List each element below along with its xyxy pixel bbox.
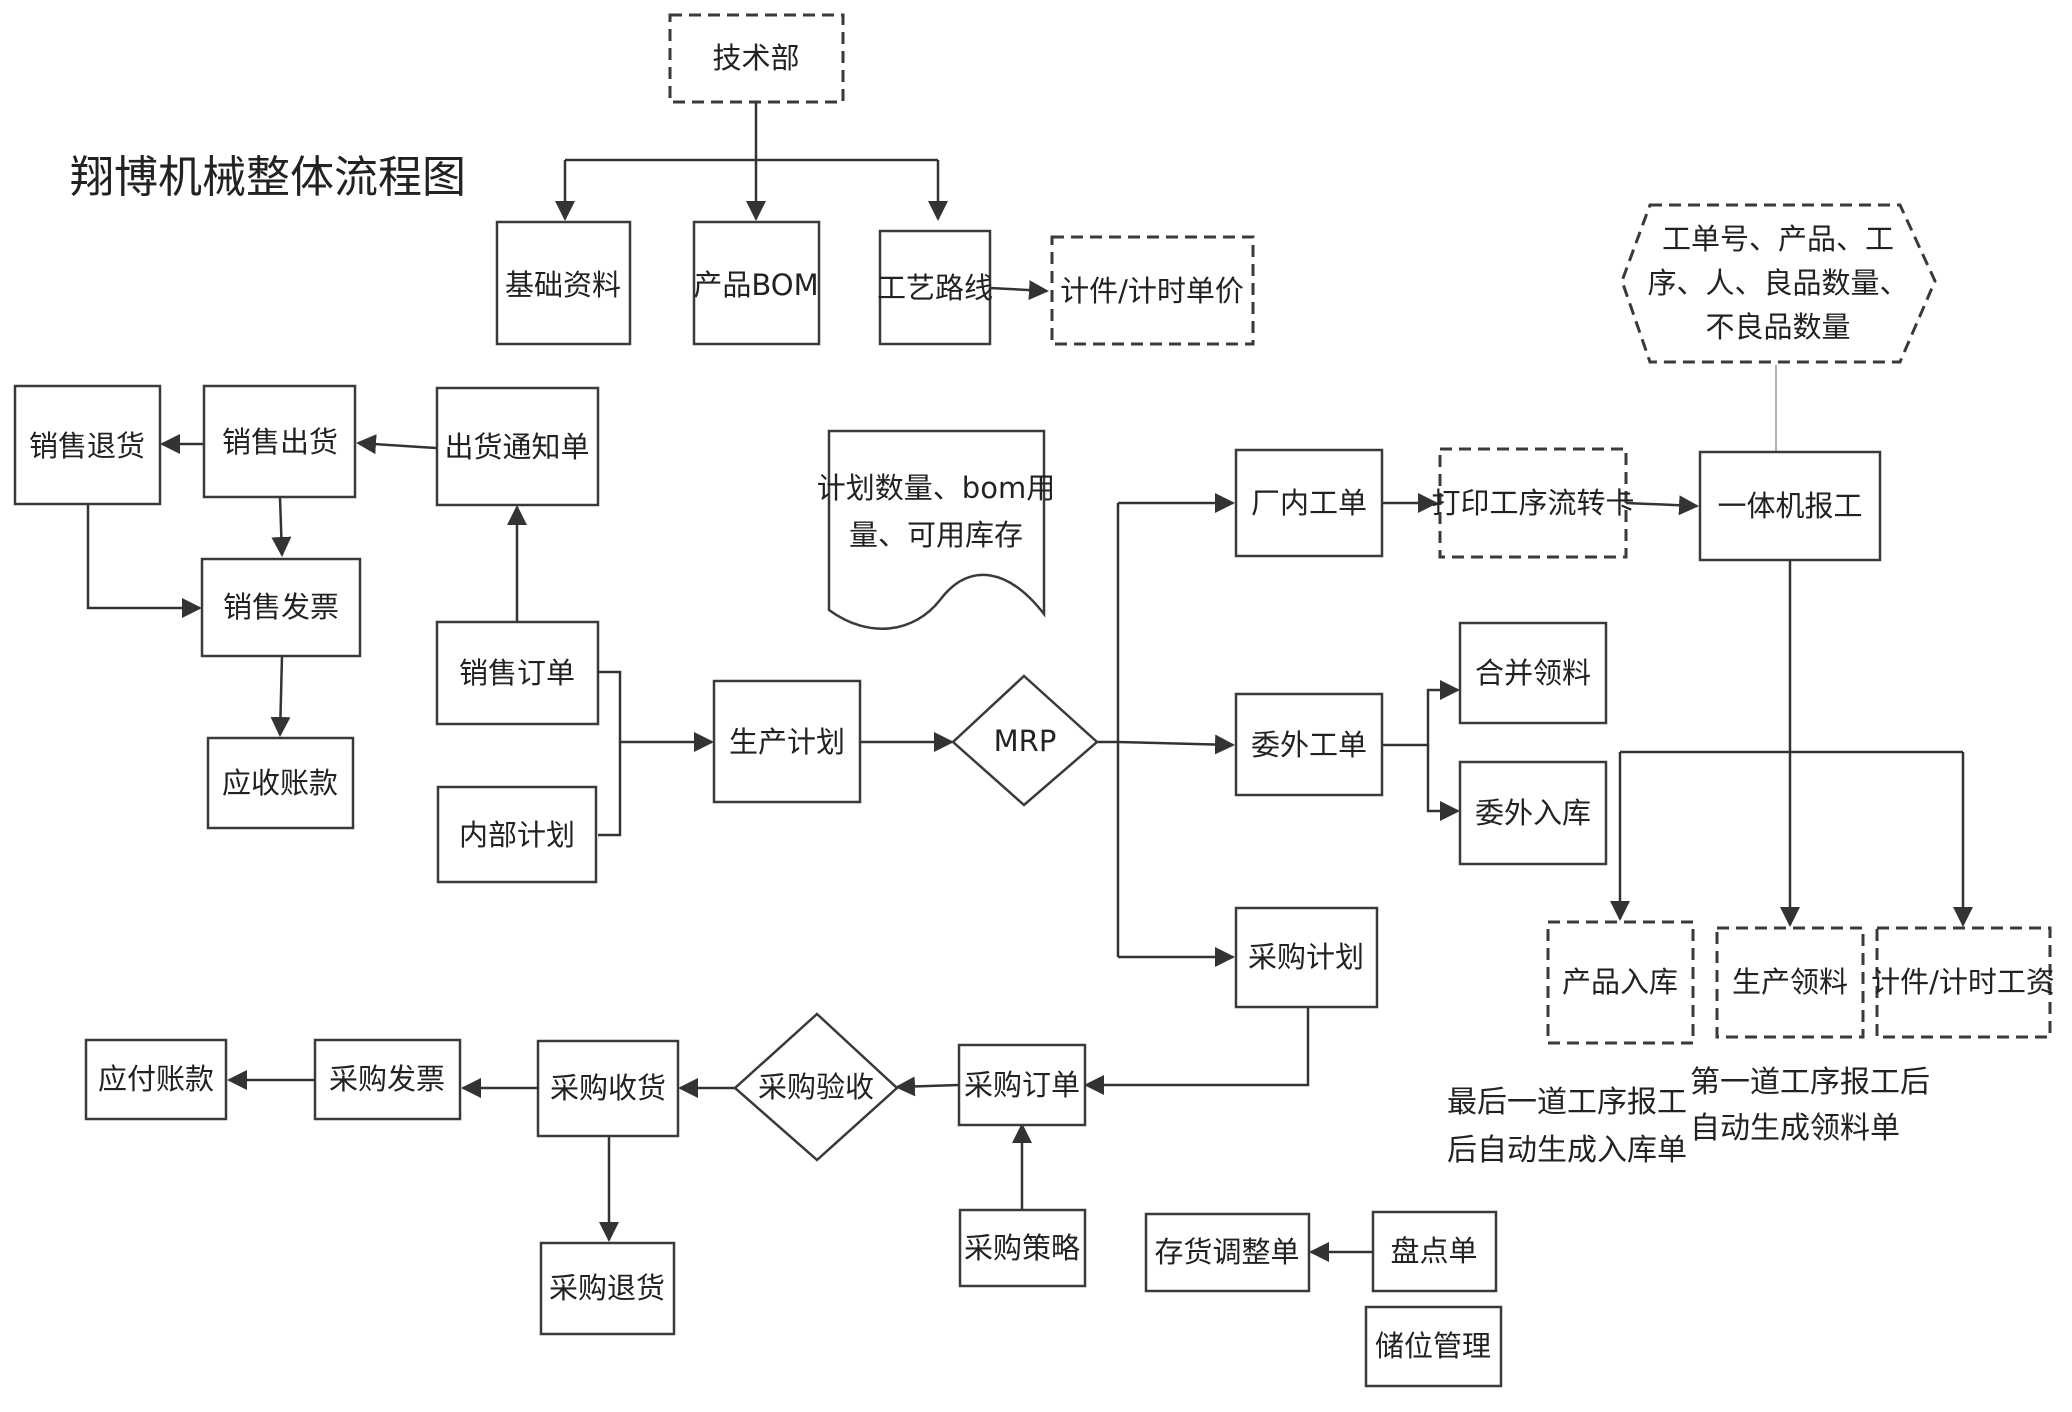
edge-print-to-report (1625, 495, 1699, 516)
node-mrp-doc-line2: 量、可用库存 (849, 518, 1023, 552)
edges (86, 102, 1973, 1262)
node-purchase-order (957, 1043, 1087, 1127)
node-purchase-return (539, 1241, 676, 1336)
node-product-in-label: 产品入库 (1562, 965, 1678, 999)
node-purchase-order-label: 采购订单 (964, 1068, 1080, 1102)
node-report-fields (1620, 203, 1937, 364)
node-merge-pick (1458, 621, 1608, 725)
node-purchase-inspect (733, 1012, 899, 1162)
edge-return-to-invoice (86, 504, 202, 618)
node-stock-adjust-label: 存货调整单 (1154, 1235, 1299, 1269)
node-production-plan (712, 679, 862, 804)
edge-route-to-price (989, 280, 1049, 301)
node-production-pick (1715, 926, 1865, 1039)
node-sales-order-label: 销售订单 (459, 656, 575, 690)
node-payable-label: 应付账款 (98, 1062, 214, 1096)
node-receivable (206, 736, 355, 830)
node-sales-out-label: 销售出货 (222, 425, 338, 459)
node-process-route (878, 229, 992, 346)
node-terminal-report-label: 一体机报工 (1717, 489, 1862, 523)
node-purchase-return-label: 采购退货 (549, 1271, 665, 1305)
node-sales-invoice (200, 557, 362, 658)
node-report-fields-line3: 不良品数量 (1705, 310, 1850, 344)
edge-order-to-inspect (895, 1076, 960, 1097)
node-location-mgmt (1364, 1305, 1503, 1388)
node-internal-plan (436, 785, 598, 884)
node-sales-order (435, 620, 600, 726)
edge-outsource-to-in (1426, 745, 1460, 821)
node-report-fields-line1: 工单号、产品、工 (1662, 222, 1894, 256)
edge-order-to-merge (598, 670, 622, 837)
node-basic-data-label: 基础资料 (505, 268, 621, 302)
node-product-bom-label: 产品BOM (693, 268, 818, 302)
node-payable (84, 1038, 228, 1121)
node-in-house-order-label: 厂内工单 (1251, 486, 1367, 520)
node-print-card-label: 打印工序流转卡 (1431, 486, 1634, 520)
edge-mrp-to-outsource (1117, 734, 1235, 755)
diagram-title: 翔博机械整体流程图 (70, 152, 466, 203)
note-last-process-line1: 最后一道工序报工 (1447, 1085, 1687, 1120)
node-sales-return (13, 384, 162, 506)
node-basic-data (495, 220, 632, 346)
node-outsource-order-label: 委外工单 (1251, 728, 1367, 762)
node-purchase-plan-label: 采购计划 (1248, 940, 1364, 974)
node-mrp-doc (827, 429, 1046, 630)
node-mrp-doc-line1: 计划数量、bom用 (817, 471, 1055, 505)
node-stock-count (1371, 1210, 1498, 1293)
nodes: 技术部 基础资料 产品BOM 工艺路线 计件/计时单价 工单号、产品、工 序、人… (13, 13, 2055, 1388)
note-first-process-line2: 自动生成领料单 (1690, 1111, 1900, 1146)
node-purchase-receipt-label: 采购收货 (550, 1071, 666, 1105)
node-outsource-in (1458, 760, 1608, 866)
node-stock-count-label: 盘点单 (1390, 1234, 1477, 1268)
note-first-process-line1: 第一道工序报工后 (1690, 1065, 1930, 1100)
node-stock-adjust (1144, 1212, 1311, 1293)
node-ship-notice-label: 出货通知单 (444, 430, 589, 464)
node-print-card (1438, 447, 1628, 559)
edge-invoice-to-receivable (270, 655, 291, 737)
node-internal-plan-label: 内部计划 (459, 818, 575, 852)
node-piece-price-label: 计件/计时单价 (1060, 274, 1244, 308)
edge-notice-to-out (356, 434, 437, 455)
node-in-house-order (1234, 448, 1384, 558)
node-outsource-order (1234, 692, 1384, 797)
node-sales-out (202, 384, 357, 499)
node-ship-notice (435, 386, 600, 507)
node-piece-price (1050, 235, 1255, 346)
node-piece-wage (1875, 926, 2052, 1039)
node-tech-dept-label: 技术部 (712, 41, 799, 75)
node-receivable-label: 应收账款 (222, 766, 338, 800)
edge-plan-to-order (1084, 1007, 1310, 1095)
node-piece-wage-label: 计件/计时工资 (1871, 965, 2055, 999)
edge-outsource-split (1382, 680, 1460, 747)
node-product-in (1546, 920, 1695, 1045)
node-merge-pick-label: 合并领料 (1475, 656, 1591, 690)
node-mrp (951, 674, 1099, 807)
node-outsource-in-label: 委外入库 (1475, 796, 1591, 830)
edge-out-to-invoice (271, 497, 292, 557)
node-purchase-receipt (536, 1039, 680, 1138)
node-purchase-strategy (958, 1208, 1087, 1288)
node-mrp-label: MRP (994, 724, 1057, 758)
node-location-mgmt-label: 储位管理 (1375, 1329, 1491, 1363)
node-purchase-strategy-label: 采购策略 (964, 1231, 1080, 1265)
node-product-bom (692, 220, 821, 346)
node-purchase-invoice (313, 1038, 462, 1121)
node-tech-dept (668, 13, 845, 104)
node-purchase-invoice-label: 采购发票 (329, 1062, 445, 1096)
node-production-plan-label: 生产计划 (729, 725, 845, 759)
node-sales-return-label: 销售退货 (29, 429, 145, 463)
node-process-route-label: 工艺路线 (877, 271, 993, 305)
node-sales-invoice-label: 销售发票 (223, 590, 339, 624)
node-terminal-report (1698, 450, 1882, 562)
node-report-fields-line2: 序、人、良品数量、 (1647, 266, 1908, 300)
node-production-pick-label: 生产领料 (1732, 965, 1848, 999)
node-purchase-inspect-label: 采购验收 (758, 1070, 874, 1104)
node-purchase-plan (1234, 906, 1379, 1009)
note-last-process-line2: 后自动生成入库单 (1447, 1133, 1687, 1168)
